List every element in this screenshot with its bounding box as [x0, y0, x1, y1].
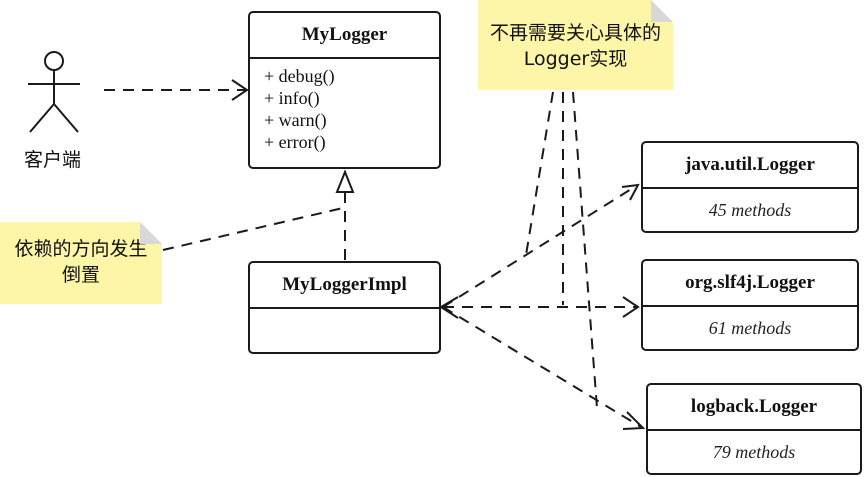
- realization-triangle: [335, 169, 355, 193]
- logger-method-count: 79 methods: [712, 442, 796, 462]
- note-anchor-1: [525, 91, 554, 256]
- note-inversion-text: 依赖的方向发生倒置: [14, 238, 148, 286]
- dependency-arrowhead-java: [621, 183, 640, 201]
- method-error: + error(): [264, 132, 326, 152]
- dependency-arrowhead: [231, 79, 249, 101]
- method-info: + info(): [264, 88, 320, 108]
- impl-name: MyLoggerImpl: [282, 274, 407, 295]
- dependency-arrowhead-logback: [622, 411, 646, 430]
- dependency-arrowhead-slf4j: [622, 296, 640, 318]
- note-no-concern-text: 不再需要关心具体的Logger实现: [489, 22, 661, 70]
- note-inversion: 依赖的方向发生倒置: [0, 222, 162, 304]
- logger-name: java.util.Logger: [685, 154, 815, 175]
- logger-name: logback.Logger: [690, 396, 818, 417]
- dependency-impl-java: [442, 185, 637, 308]
- method-warn: + warn(): [264, 110, 327, 130]
- actor-label: 客户端: [24, 149, 82, 171]
- interface-methods: + debug() + info() + warn() + error(): [250, 59, 439, 153]
- note-anchor-inversion: [162, 207, 344, 251]
- logger-name: org.slf4j.Logger: [685, 272, 815, 293]
- actor-figure: [28, 51, 80, 133]
- impl-box: MyLoggerImpl: [248, 261, 441, 354]
- logger-box-java-util: java.util.Logger 45 methods: [641, 141, 859, 233]
- dependency-arrowhead-impl: [439, 296, 459, 319]
- method-debug: + debug(): [264, 66, 335, 86]
- note-no-concern: 不再需要关心具体的Logger实现: [478, 0, 673, 90]
- interface-name: MyLogger: [301, 24, 388, 45]
- dependency-impl-logback: [442, 306, 642, 428]
- logger-method-count: 45 methods: [708, 200, 792, 220]
- interface-box: MyLogger + debug() + info() + warn() + e…: [248, 11, 441, 169]
- note-anchor-3: [572, 91, 598, 409]
- logger-box-logback: logback.Logger 79 methods: [646, 383, 862, 475]
- logger-box-slf4j: org.slf4j.Logger 61 methods: [641, 259, 859, 351]
- logger-method-count: 61 methods: [708, 318, 792, 338]
